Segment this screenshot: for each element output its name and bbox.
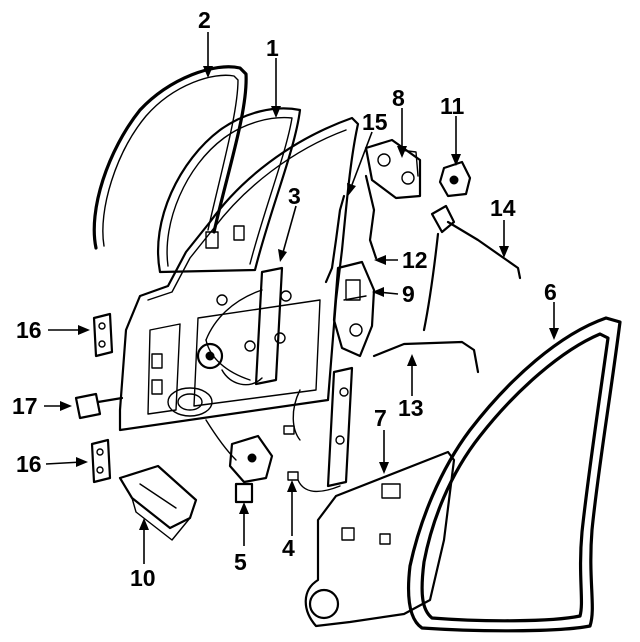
callout-4: 4 <box>282 535 295 561</box>
callout-6: 6 <box>544 279 557 305</box>
part-15-lock-rod <box>324 194 346 284</box>
part-4-window-regulator <box>283 366 354 493</box>
callout-16-lower: 16 <box>16 451 42 477</box>
part-13-rod <box>372 340 480 374</box>
callout-1: 1 <box>266 35 279 61</box>
callout-14: 14 <box>490 195 516 221</box>
callout-2: 2 <box>198 7 211 33</box>
part-6-weatherstrip <box>406 316 622 633</box>
callout-5: 5 <box>234 549 247 575</box>
callout-11: 11 <box>440 93 465 119</box>
callout-13: 13 <box>398 395 424 421</box>
part-7-water-shield <box>304 450 456 628</box>
callout-9: 9 <box>402 281 415 307</box>
part-9-door-latch <box>332 260 376 358</box>
part-3-window-regulator <box>196 266 284 386</box>
part-1-door-glass <box>156 107 302 274</box>
part-17-door-check <box>74 392 124 420</box>
callout-3: 3 <box>288 183 301 209</box>
callout-8: 8 <box>392 85 405 111</box>
callout-15: 15 <box>362 109 388 135</box>
part-12-rod <box>364 174 378 260</box>
part-16-lower-hinge <box>90 438 112 484</box>
callout-17: 17 <box>12 393 38 419</box>
leader-lines <box>44 32 559 564</box>
part-5-regulator-motor <box>205 419 274 504</box>
callout-12: 12 <box>402 247 428 273</box>
part-11-lock-cylinder <box>438 160 472 198</box>
callout-16-upper: 16 <box>16 317 42 343</box>
part-14-outside-handle <box>422 204 522 332</box>
callout-7: 7 <box>374 405 387 431</box>
part-10-control-module <box>118 464 198 541</box>
callout-10: 10 <box>130 565 156 591</box>
part-16-upper-hinge <box>92 312 114 358</box>
callout-labels: 1 2 3 4 5 6 7 8 9 10 11 12 13 14 15 16 1… <box>12 7 557 591</box>
part-8-lock-actuator <box>364 138 422 200</box>
part-2-run-channel <box>92 65 248 250</box>
